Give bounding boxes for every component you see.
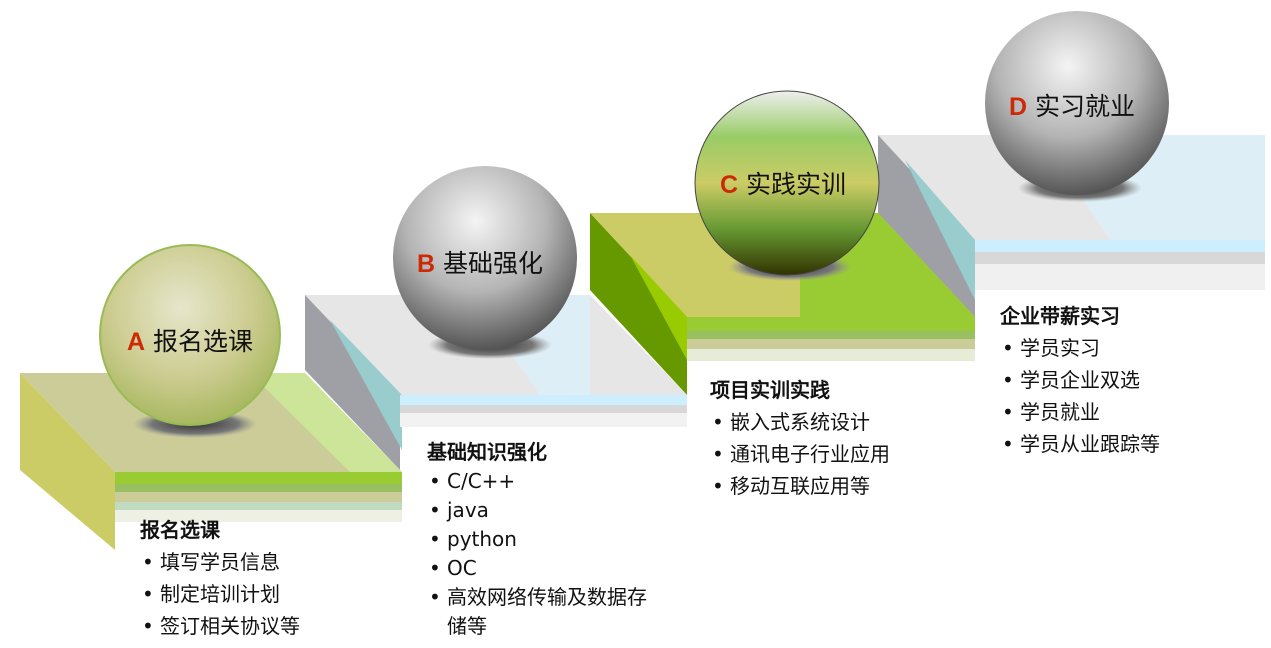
step-a-details: 报名选课 填写学员信息 制定培训计划 签订相关协议等 xyxy=(140,514,300,642)
list-item: 高效网络传输及数据存储等 xyxy=(427,583,665,641)
list-item: 制定培训计划 xyxy=(140,578,300,610)
ball-a xyxy=(99,244,281,426)
step-b-details: 基础知识强化 C/C++ java python OC 高效网络传输及数据存储等 xyxy=(427,438,677,641)
ball-b xyxy=(393,166,577,350)
list-item: OC xyxy=(427,554,677,583)
list-item: 学员从业跟踪等 xyxy=(1000,428,1160,460)
list-item: 通讯电子行业应用 xyxy=(710,438,890,470)
list-item: 学员实习 xyxy=(1000,332,1160,364)
list-item: 移动互联应用等 xyxy=(710,470,890,502)
step-d-details: 企业带薪实习 学员实习 学员企业双选 学员就业 学员从业跟踪等 xyxy=(1000,300,1160,460)
list-item: 学员企业双选 xyxy=(1000,364,1160,396)
step-title: 报名选课 xyxy=(140,518,220,542)
step-c-details: 项目实训实践 嵌入式系统设计 通讯电子行业应用 移动互联应用等 xyxy=(710,374,890,502)
step-title: 基础知识强化 xyxy=(427,440,547,464)
list-item: java xyxy=(427,496,677,525)
ball-d xyxy=(985,11,1169,195)
ball-c xyxy=(694,90,880,276)
list-item: python xyxy=(427,525,677,554)
step-title: 企业带薪实习 xyxy=(1000,304,1120,328)
list-item: C/C++ xyxy=(427,467,677,496)
list-item: 填写学员信息 xyxy=(140,546,300,578)
step-title: 项目实训实践 xyxy=(710,378,830,402)
list-item: 学员就业 xyxy=(1000,396,1160,428)
list-item: 嵌入式系统设计 xyxy=(710,406,890,438)
list-item: 签订相关协议等 xyxy=(140,610,300,642)
